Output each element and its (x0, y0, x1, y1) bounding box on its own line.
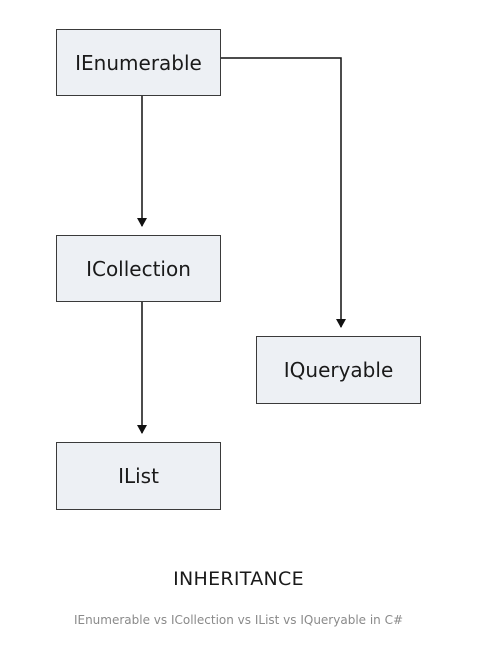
diagram-subtitle: IEnumerable vs ICollection vs IList vs I… (73, 613, 404, 627)
node-ilist: IList (56, 442, 221, 510)
node-icollection-label: ICollection (86, 256, 191, 281)
edge-ienumerable-to-iqueryable (221, 57, 346, 328)
diagram-title: INHERITANCE (173, 568, 304, 590)
node-ienumerable-label: IEnumerable (75, 50, 202, 75)
node-iqueryable-label: IQueryable (283, 358, 394, 382)
node-ilist-label: IList (118, 464, 159, 488)
node-ienumerable: IEnumerable (56, 29, 221, 96)
node-icollection: ICollection (56, 235, 221, 302)
node-iqueryable: IQueryable (256, 336, 421, 404)
